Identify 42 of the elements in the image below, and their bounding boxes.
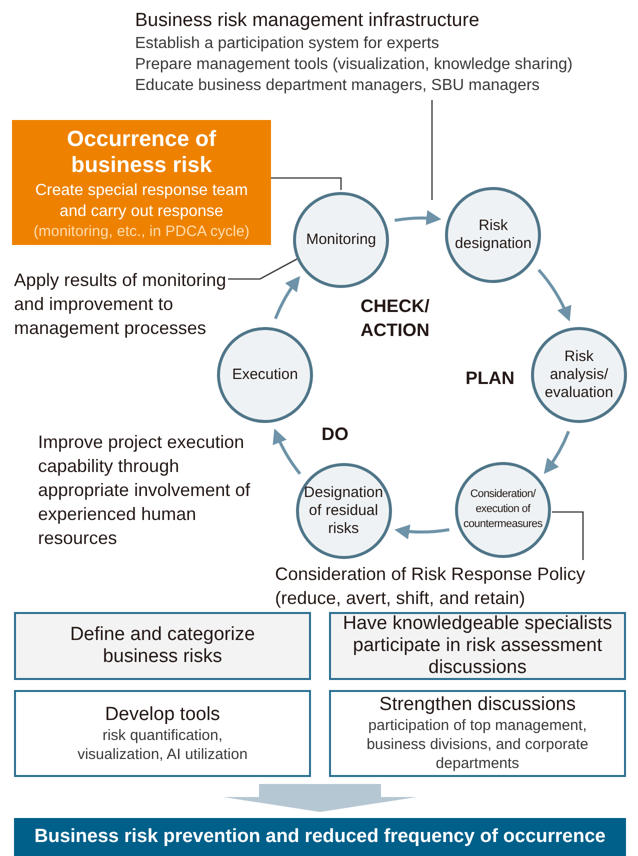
box-text: participation of top management, business divisions, and corporate departments (366, 716, 590, 773)
cycle-arrow (394, 524, 450, 539)
leader-line (228, 258, 298, 280)
cycle-arrow (538, 268, 571, 322)
cycle-arrow (544, 430, 570, 474)
callout-box (12, 120, 271, 245)
step-label: Execution (231, 366, 299, 384)
box-title: Define and categorize business risks (69, 624, 256, 668)
result-bar (14, 818, 626, 856)
step-label: Monitoring (305, 231, 378, 250)
cycle-arrow (394, 210, 442, 226)
block-arrow (223, 784, 417, 812)
box-text: risk quantification, visualization, AI utilization (76, 726, 249, 764)
box-title: Strengthen discussions (379, 694, 576, 716)
step-label: Risk analysis/ evaluation (544, 348, 614, 402)
step-label: Designation of residual risks (302, 484, 384, 538)
info-box (14, 612, 311, 680)
note-text: Consideration of Risk Response Policy (reduce, avert, shift, and retain) (275, 563, 586, 610)
heading: Business risk management infrastructure (135, 9, 480, 33)
box-title: Develop tools (104, 704, 220, 726)
callout-text: Create special response team and carry out response (34, 181, 249, 222)
note-text: Educate business department managers, SBU managers (135, 76, 541, 96)
info-box (329, 690, 626, 777)
cycle-arrow (274, 276, 300, 320)
step-label: Risk designation (454, 217, 533, 254)
note-text: Prepare management tools (visualization, knowledge sharing) (135, 55, 574, 75)
note-text: Apply results of monitoring and improvement to management processes (14, 269, 227, 340)
phase-label: PLAN (464, 367, 516, 390)
result-text: Business risk prevention and reduced frequency of occurrence (34, 826, 606, 848)
leader-line (431, 100, 433, 200)
leader-line (552, 511, 584, 560)
leader-line (271, 177, 342, 190)
phase-label: CHECK/ ACTION (359, 295, 430, 342)
cycle-arrow (273, 428, 302, 475)
phase-label: DO (320, 423, 350, 446)
note-text: Establish a participation system for experts (135, 34, 440, 54)
callout-title: Occurrence of business risk (66, 126, 218, 178)
step-label: Consideration/ execution of countermeasures (462, 487, 543, 532)
callout-note: (monitoring, etc., in PDCA cycle) (32, 222, 250, 242)
note-text: Improve project execution capability through appropriate involvement of experienced human resources (38, 431, 252, 550)
info-box (14, 690, 311, 777)
box-title: Have knowledgeable specialists participate in risk assessment discussions (342, 613, 614, 679)
